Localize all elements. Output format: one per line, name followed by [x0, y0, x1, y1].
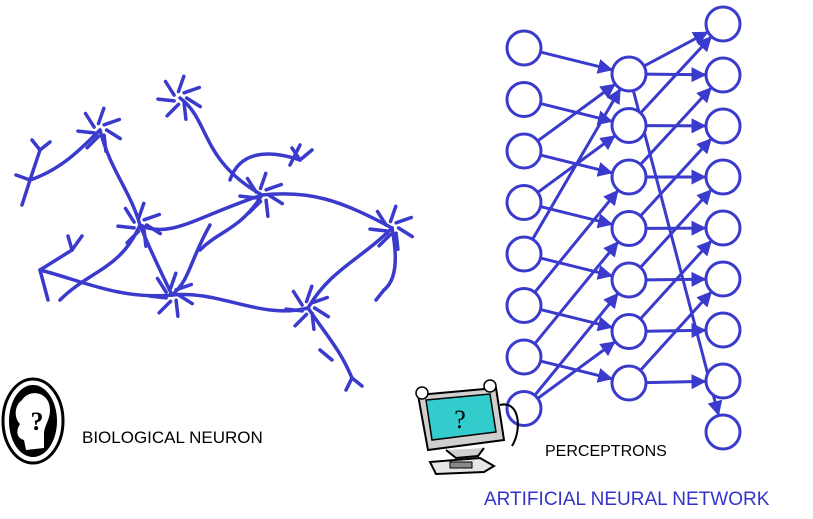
neuron-dendrite: [38, 268, 50, 302]
svg-text:?: ?: [31, 407, 44, 436]
ann-input-node: [505, 132, 543, 170]
ann-edge: [533, 241, 619, 345]
ann-input-node: [505, 390, 543, 427]
biological-neuron-network: [14, 74, 415, 392]
neuron-axon: [58, 223, 142, 302]
ann-edge: [540, 50, 613, 74]
ann-hidden-node: [610, 107, 648, 144]
neuron-axon: [306, 226, 394, 310]
computer-question-clipart: ?: [415, 379, 519, 476]
ann-output-node: [704, 413, 742, 451]
neuron-dendrite: [38, 140, 52, 152]
neuron-axon: [382, 226, 398, 292]
ann-edge: [639, 291, 713, 372]
ann-hidden-node: [610, 364, 648, 402]
neuron-dendrite: [350, 376, 364, 388]
neuron-axon: [28, 128, 102, 182]
neuron-axon: [170, 223, 212, 297]
ann-input-node: [505, 29, 543, 67]
ann-input-node: [505, 81, 543, 118]
neuron-axon: [306, 306, 354, 380]
neuron-dendrite: [20, 178, 32, 207]
ann-input-node: [505, 235, 543, 273]
ann-output-node: [704, 362, 742, 400]
ann-edge: [631, 90, 723, 417]
head-question-icon: ?: [1, 377, 65, 465]
ann-edge: [533, 189, 619, 294]
neuron-dendrite: [298, 148, 314, 162]
ann-edge: [639, 138, 712, 217]
ann-output-node: [704, 311, 742, 349]
neuron-axon: [38, 268, 174, 298]
ann-connections: [531, 31, 723, 417]
ann-edge: [639, 240, 713, 320]
ann-output-node: [704, 260, 742, 298]
neuron-axon: [138, 193, 264, 232]
neuron-dendrite: [344, 376, 354, 392]
ann-output-node: [704, 158, 742, 196]
ann-edge: [540, 308, 613, 332]
ann-edge: [540, 256, 613, 280]
neuron-axon: [138, 223, 174, 297]
biological-neuron-label: BIOLOGICAL NEURON: [82, 428, 263, 447]
ann-edge: [639, 87, 712, 166]
neuron-soma: [156, 74, 203, 121]
ann-edge: [639, 36, 712, 115]
neuron-dendrite: [70, 234, 84, 252]
ann-hidden-node: [610, 210, 648, 247]
neuron-dendrite: [374, 288, 386, 302]
ann-input-node: [505, 184, 543, 221]
screen-question-glyph: ?: [454, 405, 466, 434]
ann-input-node: [505, 338, 543, 376]
ann-edge: [536, 134, 616, 194]
ann-title: ARTIFICIAL NEURAL NETWORK: [484, 489, 770, 510]
ann-hidden-node: [610, 261, 648, 299]
ann-edge: [540, 205, 613, 229]
ann-output-node: [704, 5, 742, 43]
ann-hidden-node: [610, 313, 648, 350]
perceptrons-label: PERCEPTRONS: [543, 443, 669, 461]
ann-edge: [533, 292, 619, 397]
neuron-axon: [198, 193, 264, 252]
ann-edge: [536, 83, 616, 143]
neuron-axon: [98, 128, 142, 227]
neuron-dendrite: [38, 248, 74, 272]
neuron-dendrite: [66, 234, 74, 252]
neuron-dendrite: [288, 143, 302, 167]
neuron-axon: [228, 152, 302, 182]
ann-nodes: [505, 5, 742, 451]
ann-hidden-node: [610, 158, 648, 196]
neuron-dendrite: [28, 148, 42, 182]
ann-output-node: [704, 56, 742, 94]
neuron-soma: [368, 204, 415, 251]
neuron-axon: [178, 96, 264, 197]
neuron-dendrite: [14, 173, 32, 182]
ann-output-node: [704, 209, 742, 247]
neuron-axon: [170, 292, 310, 313]
ann-output-node: [704, 107, 742, 145]
ann-edge: [536, 340, 616, 400]
ann-input-node: [505, 287, 543, 324]
neuron-dendrite: [318, 348, 334, 362]
neuron-axon: [260, 192, 394, 230]
ann-hidden-node: [610, 55, 648, 93]
neuron-dendrite: [30, 138, 42, 152]
ann-edge: [645, 374, 707, 390]
ann-edge: [639, 189, 712, 269]
